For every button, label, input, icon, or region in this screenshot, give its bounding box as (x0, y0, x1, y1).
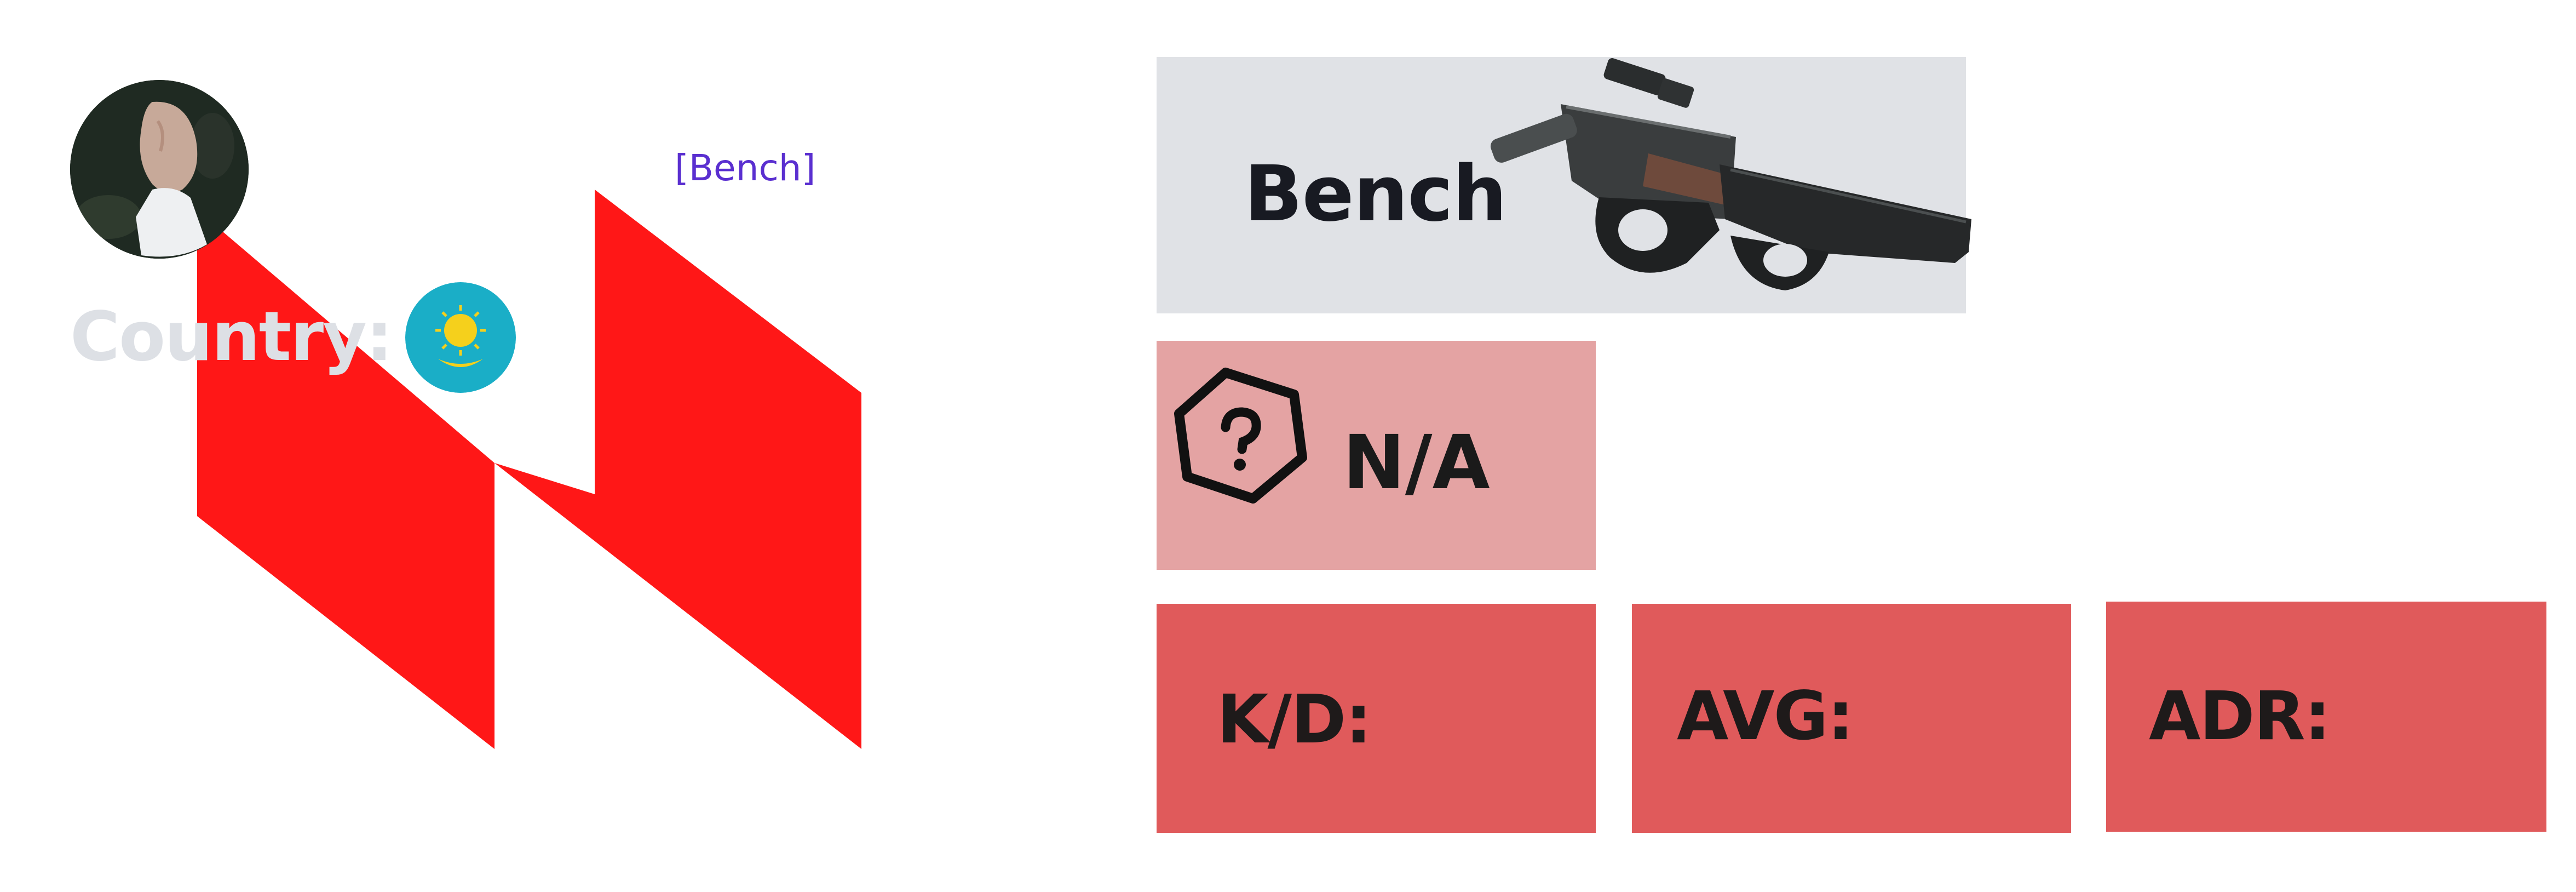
stat-card-adr (2106, 602, 2546, 832)
stat-card-kd (1157, 604, 1596, 833)
country-label: Country: (70, 298, 393, 376)
player-name: Bench (1244, 150, 1507, 239)
kazakhstan-flag-icon (405, 282, 516, 393)
stat-label-adr: ADR: (2149, 677, 2331, 755)
player-name-card (1157, 57, 1966, 313)
stat-label-avg: AVG: (1677, 677, 1854, 755)
avatar (70, 80, 249, 259)
stat-card-avg (1632, 604, 2071, 833)
stat-label-kd: K/D: (1217, 681, 1372, 758)
p90-smg-icon (1490, 58, 1971, 290)
rank-value: N/A (1343, 420, 1490, 506)
unknown-rank-hexagon-icon (1174, 368, 1307, 504)
player-name-link[interactable]: [Bench] (675, 147, 816, 189)
team-logo (197, 190, 861, 749)
